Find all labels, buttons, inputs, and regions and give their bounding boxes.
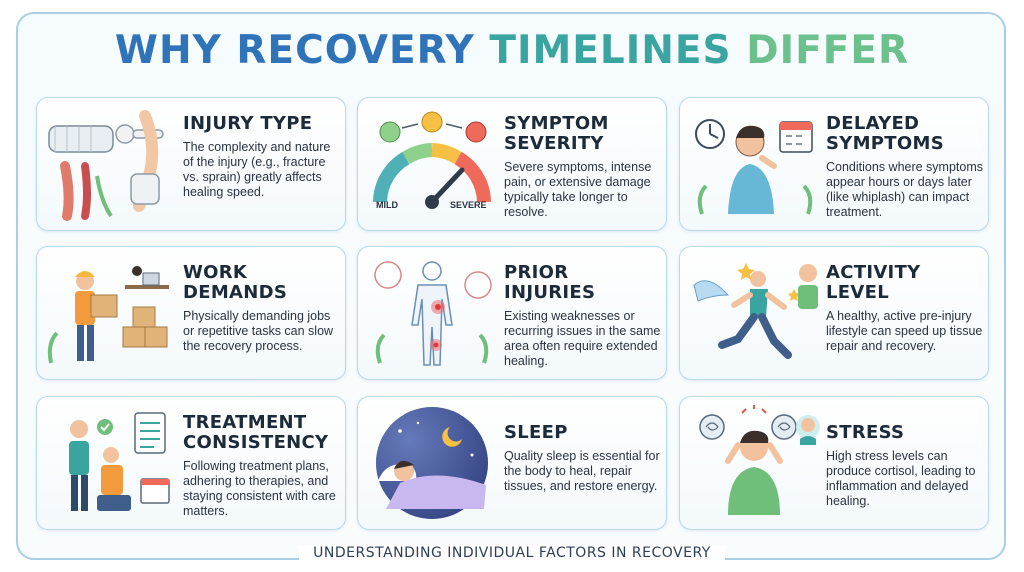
card-description: Following treatment plans, adhering to t… bbox=[183, 459, 336, 518]
card-heading: DELAYED SYMPTOMS bbox=[826, 113, 944, 154]
gauge-label-severe: SEVERE bbox=[450, 200, 487, 210]
card-treatment-consistency: TREATMENT CONSISTENCY Following treatmen… bbox=[36, 396, 346, 530]
card-description: Quality sleep is essential for the body … bbox=[504, 449, 660, 493]
card-heading: TREATMENT CONSISTENCY bbox=[183, 412, 329, 453]
card-sleep: SLEEP Quality sleep is essential for the… bbox=[357, 396, 667, 530]
therapist-and-patient-icon bbox=[45, 405, 177, 521]
card-description: Physically demanding jobs or repetitive … bbox=[183, 309, 334, 353]
card-description: The complexity and nature of the injury … bbox=[183, 140, 331, 199]
title-part-3: DIFFER bbox=[746, 28, 910, 73]
card-heading: SYMPTOM SEVERITY bbox=[504, 113, 609, 154]
card-stress: STRESS High stress levels can produce co… bbox=[679, 396, 989, 530]
worker-with-boxes-icon bbox=[45, 255, 177, 371]
title-part-2: TIMELINES bbox=[489, 28, 732, 73]
page-title: WHY RECOVERY TIMELINES DIFFER bbox=[0, 28, 1024, 73]
card-work-demands: WORK DEMANDS Physically demanding jobs o… bbox=[36, 246, 346, 380]
footer-caption: UNDERSTANDING INDIVIDUAL FACTORS IN RECO… bbox=[0, 542, 1024, 561]
footer-text: UNDERSTANDING INDIVIDUAL FACTORS IN RECO… bbox=[299, 545, 725, 561]
card-heading: PRIOR INJURIES bbox=[504, 262, 596, 303]
card-activity-level: ACTIVITY LEVEL A healthy, active pre-inj… bbox=[679, 246, 989, 380]
stressed-person-icon bbox=[688, 405, 820, 521]
card-heading: WORK DEMANDS bbox=[183, 262, 288, 303]
sleeping-person-icon bbox=[366, 405, 498, 521]
gauge-label-mild: MILD bbox=[376, 200, 398, 210]
card-description: High stress levels can produce cortisol,… bbox=[826, 449, 976, 508]
severity-gauge-icon bbox=[366, 106, 498, 222]
card-heading: INJURY TYPE bbox=[183, 113, 313, 134]
card-heading: SLEEP bbox=[504, 422, 568, 443]
injury-cast-illustration-icon bbox=[45, 106, 177, 222]
runner-icon bbox=[688, 255, 820, 371]
card-description: A healthy, active pre-injury lifestyle c… bbox=[826, 309, 983, 353]
card-injury-type: INJURY TYPE The complexity and nature of… bbox=[36, 97, 346, 231]
title-part-1: WHY RECOVERY bbox=[114, 28, 475, 73]
card-heading: STRESS bbox=[826, 422, 905, 443]
person-with-clock-calendar-icon bbox=[688, 106, 820, 222]
card-delayed-symptoms: DELAYED SYMPTOMS Conditions where sympto… bbox=[679, 97, 989, 231]
card-description: Existing weaknesses or recurring issues … bbox=[504, 309, 661, 368]
card-description: Severe symptoms, intense pain, or extens… bbox=[504, 160, 652, 219]
body-outline-pain-points-icon bbox=[366, 255, 498, 371]
card-prior-injuries: PRIOR INJURIES Existing weaknesses or re… bbox=[357, 246, 667, 380]
card-description: Conditions where symptoms appear hours o… bbox=[826, 160, 984, 219]
card-heading: ACTIVITY LEVEL bbox=[826, 262, 921, 303]
card-symptom-severity: MILD SEVERE SYMPTOM SEVERITY Severe symp… bbox=[357, 97, 667, 231]
